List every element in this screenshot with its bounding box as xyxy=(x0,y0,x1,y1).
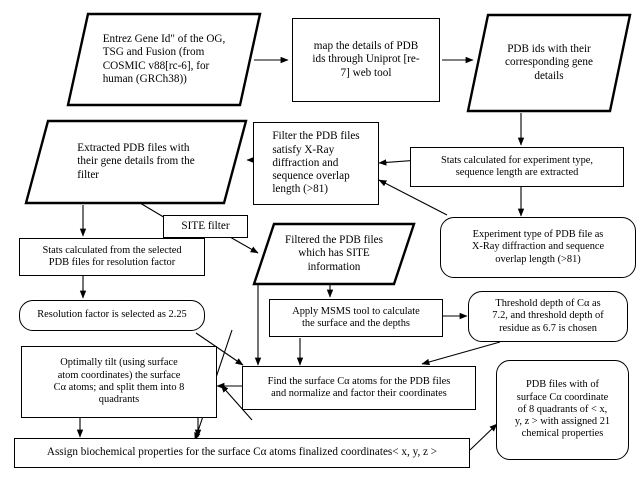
node-stats-resolution-factor[interactable]: Stats calculated from the selected PDB f… xyxy=(19,238,205,276)
parallelogram-shape xyxy=(466,13,632,113)
node-site-filter[interactable]: SITE filter xyxy=(163,215,248,238)
node-pdb-files-output[interactable]: PDB files with of surface Cα coordinate … xyxy=(496,360,629,460)
node-label: Stats calculated for experiment type, se… xyxy=(440,154,594,178)
parallelogram-shape xyxy=(66,12,262,107)
edge-threshold-findsurface xyxy=(421,341,501,366)
node-label: Stats calculated from the selected PDB f… xyxy=(42,244,182,268)
node-optimally-tilt-quadrants[interactable]: Optimally tilt (using surface atom coord… xyxy=(21,346,217,418)
node-find-surface-ca-atoms[interactable]: Find the surface Cα atoms for the PDB fi… xyxy=(242,366,476,410)
node-pdb-ids-gene-details[interactable]: PDB ids with their corresponding gene de… xyxy=(466,13,632,113)
node-label: PDB ids with their corresponding gene de… xyxy=(505,43,593,82)
node-experiment-type-result[interactable]: Experiment type of PDB file as X-Ray dif… xyxy=(440,217,636,278)
node-label: Extracted PDB files with their gene deta… xyxy=(77,142,195,181)
node-label: Threshold depth of Cα as 7.2, and thresh… xyxy=(492,298,604,334)
node-label: Filter the PDB files satisfy X-Ray diffr… xyxy=(272,130,360,196)
edge-assign-pdbout xyxy=(469,423,498,451)
node-threshold-depth[interactable]: Threshold depth of Cα as 7.2, and thresh… xyxy=(468,291,628,342)
node-label: Apply MSMS tool to calculate the surface… xyxy=(292,305,420,329)
parallelogram-shape xyxy=(252,222,416,286)
parallelogram-shape xyxy=(24,119,248,205)
node-label: Experiment type of PDB file as X-Ray dif… xyxy=(471,229,605,265)
node-label: Optimally tilt (using surface atom coord… xyxy=(53,357,185,406)
node-label: PDB files with of surface Cα coordinate … xyxy=(514,379,611,440)
node-label: Entrez Gene Id" of the OG, TSG and Fusio… xyxy=(102,33,226,85)
node-label: Assign biochemical properties for the su… xyxy=(46,446,438,459)
node-map-uniprot[interactable]: map the details of PDB ids through Unipr… xyxy=(292,18,440,102)
node-label: Resolution factor is selected as 2.25 xyxy=(37,309,187,321)
node-extracted-pdb-files[interactable]: Extracted PDB files with their gene deta… xyxy=(24,119,248,205)
node-resolution-factor-value[interactable]: Resolution factor is selected as 2.25 xyxy=(19,300,205,331)
node-label: Find the surface Cα atoms for the PDB fi… xyxy=(267,375,451,399)
edge-resfactor-findsurface xyxy=(195,332,244,366)
node-filter-xray-overlap[interactable]: Filter the PDB files satisfy X-Ray diffr… xyxy=(253,122,379,205)
node-filtered-site-info[interactable]: Filtered the PDB files which has SITE in… xyxy=(252,222,416,286)
node-assign-biochemical-properties[interactable]: Assign biochemical properties for the su… xyxy=(14,438,470,468)
node-label: map the details of PDB ids through Unipr… xyxy=(312,40,420,79)
node-stats-experiment-type[interactable]: Stats calculated for experiment type, se… xyxy=(410,147,624,187)
edge-pdbout-tilt xyxy=(220,384,253,421)
node-apply-msms-tool[interactable]: Apply MSMS tool to calculate the surface… xyxy=(269,299,443,337)
node-entrez-gene-id[interactable]: Entrez Gene Id" of the OG, TSG and Fusio… xyxy=(66,12,262,107)
node-label: Filtered the PDB files which has SITE in… xyxy=(285,234,383,273)
node-label: SITE filter xyxy=(181,219,230,232)
edge-sitefilter-filteredsite xyxy=(229,236,259,254)
edge-exptype-filter xyxy=(378,179,448,216)
